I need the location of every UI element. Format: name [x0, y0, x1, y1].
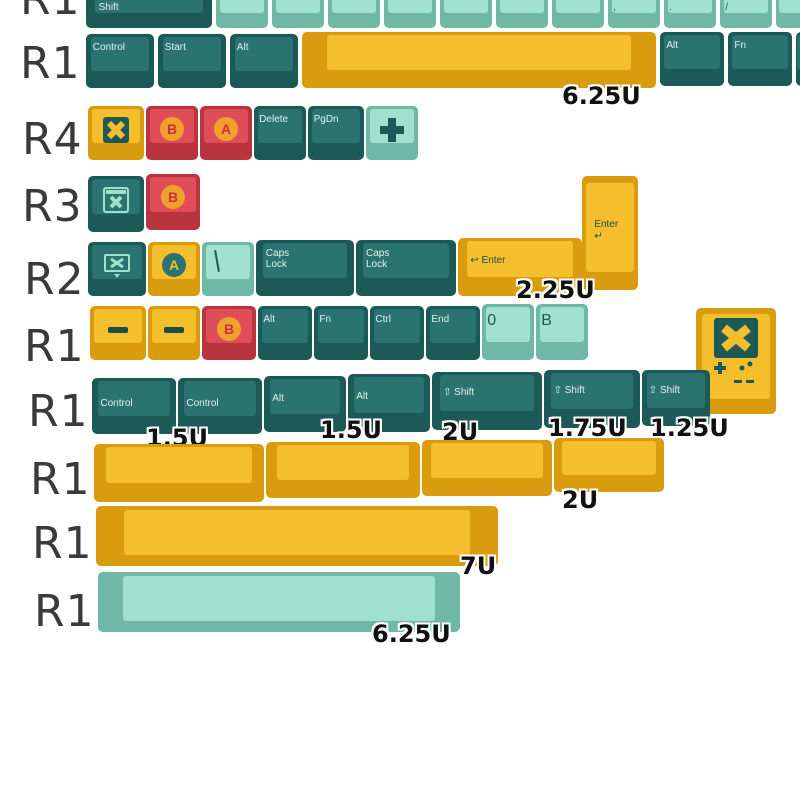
- row-label-r2: R2: [24, 254, 85, 305]
- b-button-icon-r3: B: [161, 185, 185, 210]
- row-label-r1-a: R1: [24, 321, 85, 372]
- key-alt-r1: Alt: [258, 306, 312, 360]
- key-row0-6: [496, 0, 548, 28]
- size-label-6-25u-bottom: 6.25U: [372, 620, 451, 648]
- key-row0-comma: ,: [608, 0, 660, 28]
- row-label-r1-e: R1: [34, 586, 95, 637]
- key-caps-lock-2: Caps Lock: [356, 240, 456, 296]
- key-end-r1: End: [426, 306, 480, 360]
- b-button-icon-r1: B: [217, 316, 241, 341]
- key-row0-3: [328, 0, 380, 28]
- key-b-red-r1: B: [202, 306, 256, 360]
- key-yellow-2u-a: [94, 444, 264, 502]
- key-row0-9: [776, 0, 800, 28]
- key-yellow-2u-b: [266, 442, 420, 498]
- key-row0-5: [440, 0, 492, 28]
- key-row0-1: [216, 0, 268, 28]
- key-row0-7: [552, 0, 604, 28]
- key-gameboy-screen: [88, 176, 144, 232]
- size-label-7u: 7U: [460, 552, 497, 580]
- key-alt-right: Alt: [660, 32, 724, 86]
- size-label-2-25u: 2.25U: [516, 276, 595, 304]
- key-enter-2-25u: ↩ Enter: [458, 238, 582, 296]
- row-label-r1-first: R1: [20, 38, 81, 89]
- tv-icon: [104, 253, 130, 278]
- key-enter-vertical: Enter ↵: [582, 176, 638, 290]
- key-spacebar-6-25u-mint: [98, 572, 460, 632]
- key-dpad-x: [88, 106, 144, 160]
- gameboy-icon: [714, 318, 758, 383]
- key-a-red: A: [200, 106, 252, 160]
- key-zero: 0: [482, 304, 534, 360]
- key-dpad-plus: [366, 106, 418, 160]
- key-row0-2: [272, 0, 324, 28]
- key-row0-4: [384, 0, 436, 28]
- size-label-6-25u-top: 6.25U: [562, 82, 641, 110]
- key-b-red-r3: B: [146, 174, 200, 230]
- dpad-icon: [380, 117, 404, 142]
- key-delete: Delete: [254, 106, 306, 160]
- x-cross-icon: [103, 116, 129, 143]
- minus-icon: [108, 326, 128, 333]
- row-label-r1-c: R1: [30, 454, 91, 505]
- row-label-r3: R3: [22, 181, 83, 232]
- key-shift-1-25u: ⇧ Shift: [642, 370, 710, 426]
- b-button-icon: B: [160, 116, 184, 141]
- key-fn-r1: Fn: [314, 306, 368, 360]
- key-row1-edge: [796, 32, 800, 86]
- key-ctrl-r1: Ctrl: [370, 306, 424, 360]
- key-spacebar-6-25u: [302, 32, 656, 88]
- key-minus-2: [148, 306, 200, 360]
- row-label-r4: R4: [22, 114, 83, 165]
- key-pipe: [202, 242, 254, 296]
- key-shift-1-75u: ⇧ Shift: [544, 370, 640, 428]
- key-shift-2u: ⇧ Shift: [432, 372, 542, 430]
- key-row0-period: .: [664, 0, 716, 28]
- row-label-r1-b: R1: [28, 386, 89, 437]
- key-b-red: B: [146, 106, 198, 160]
- key-control-1-5u-b: Control: [178, 378, 262, 434]
- key-row0-slash: /: [720, 0, 772, 28]
- key-yellow-2u-c: [422, 440, 552, 496]
- key-shift-top: Shift: [86, 0, 212, 28]
- key-control: Control: [86, 34, 154, 88]
- size-label-2u: 2U: [562, 486, 599, 514]
- size-label-1-5u-b: 1.5U: [320, 416, 383, 444]
- key-caps-lock-1: Caps Lock: [256, 240, 354, 296]
- screen-x-icon: [103, 187, 129, 214]
- key-control-1-5u-a: Control: [92, 378, 176, 434]
- key-pgdn: PgDn: [308, 106, 364, 160]
- row-label-r1-top: R1: [20, 0, 81, 22]
- key-minus-1: [90, 306, 146, 360]
- a-button-icon: A: [214, 116, 238, 141]
- key-a-yellow: A: [148, 242, 200, 296]
- size-label-1-75u: 1.75U: [548, 414, 627, 442]
- key-alt: Alt: [230, 34, 298, 88]
- key-start: Start: [158, 34, 226, 88]
- key-alt-1-5u-a: Alt: [264, 376, 346, 432]
- key-gameboy-artisan: [696, 308, 776, 414]
- a-button-icon-r2: A: [162, 252, 186, 277]
- key-b-mint: B: [536, 304, 588, 360]
- minus-icon: [164, 326, 184, 333]
- key-alt-1-5u-b: Alt: [348, 374, 430, 432]
- size-label-1-25u: 1.25U: [650, 414, 729, 442]
- key-yellow-2u-d: [554, 438, 664, 492]
- row-label-r1-d: R1: [32, 518, 93, 569]
- key-fn: Fn: [728, 32, 792, 86]
- key-gameboy-tv: [88, 242, 146, 296]
- key-spacebar-7u: [96, 506, 498, 566]
